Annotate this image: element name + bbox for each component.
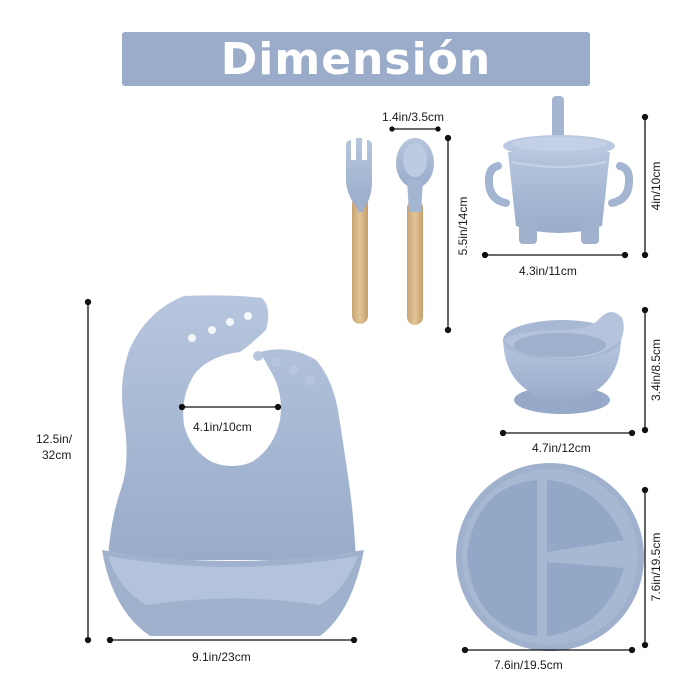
bib-height-label-line1: 12.5in/	[36, 432, 73, 446]
page-title: Dimensión	[220, 33, 492, 85]
plate-width-label: 7.6in/19.5cm	[494, 658, 563, 672]
bib-width-label: 9.1in/23cm	[192, 650, 251, 664]
bib-neck-label: 4.1in/10cm	[193, 420, 252, 434]
cup-height-label: 4in/10cm	[649, 161, 663, 211]
cup-width-label: 4.3in/11cm	[519, 264, 577, 278]
plate-height-label: 7.6in/19.5cm	[649, 532, 663, 602]
spoon	[396, 138, 434, 325]
bib-height-label-line2: 32cm	[42, 448, 72, 462]
bib	[102, 295, 364, 636]
dimension-lines	[84, 113, 649, 654]
utensil-width-label: 1.4in/3.5cm	[382, 110, 445, 124]
fork	[346, 138, 372, 324]
title-banner: Dimensión	[122, 32, 590, 86]
bowl-height-label: 3.4in/8.5cm	[649, 338, 663, 402]
suction-bowl	[503, 312, 624, 414]
divided-plate	[456, 463, 644, 651]
bowl-width-label: 4.7in/12cm	[532, 441, 591, 455]
sippy-cup	[484, 96, 634, 244]
utensil-length-label: 5.5in/14cm	[456, 196, 470, 256]
